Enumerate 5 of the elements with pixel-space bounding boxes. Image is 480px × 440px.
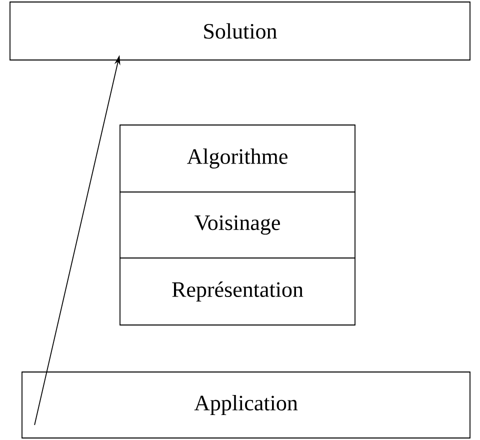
stack-cell: Voisinage xyxy=(120,192,356,258)
stack-cell: Représentation xyxy=(120,258,356,326)
box: Solution xyxy=(10,2,470,60)
box: Application xyxy=(22,372,470,438)
stack-cell: Algorithme xyxy=(120,124,356,192)
